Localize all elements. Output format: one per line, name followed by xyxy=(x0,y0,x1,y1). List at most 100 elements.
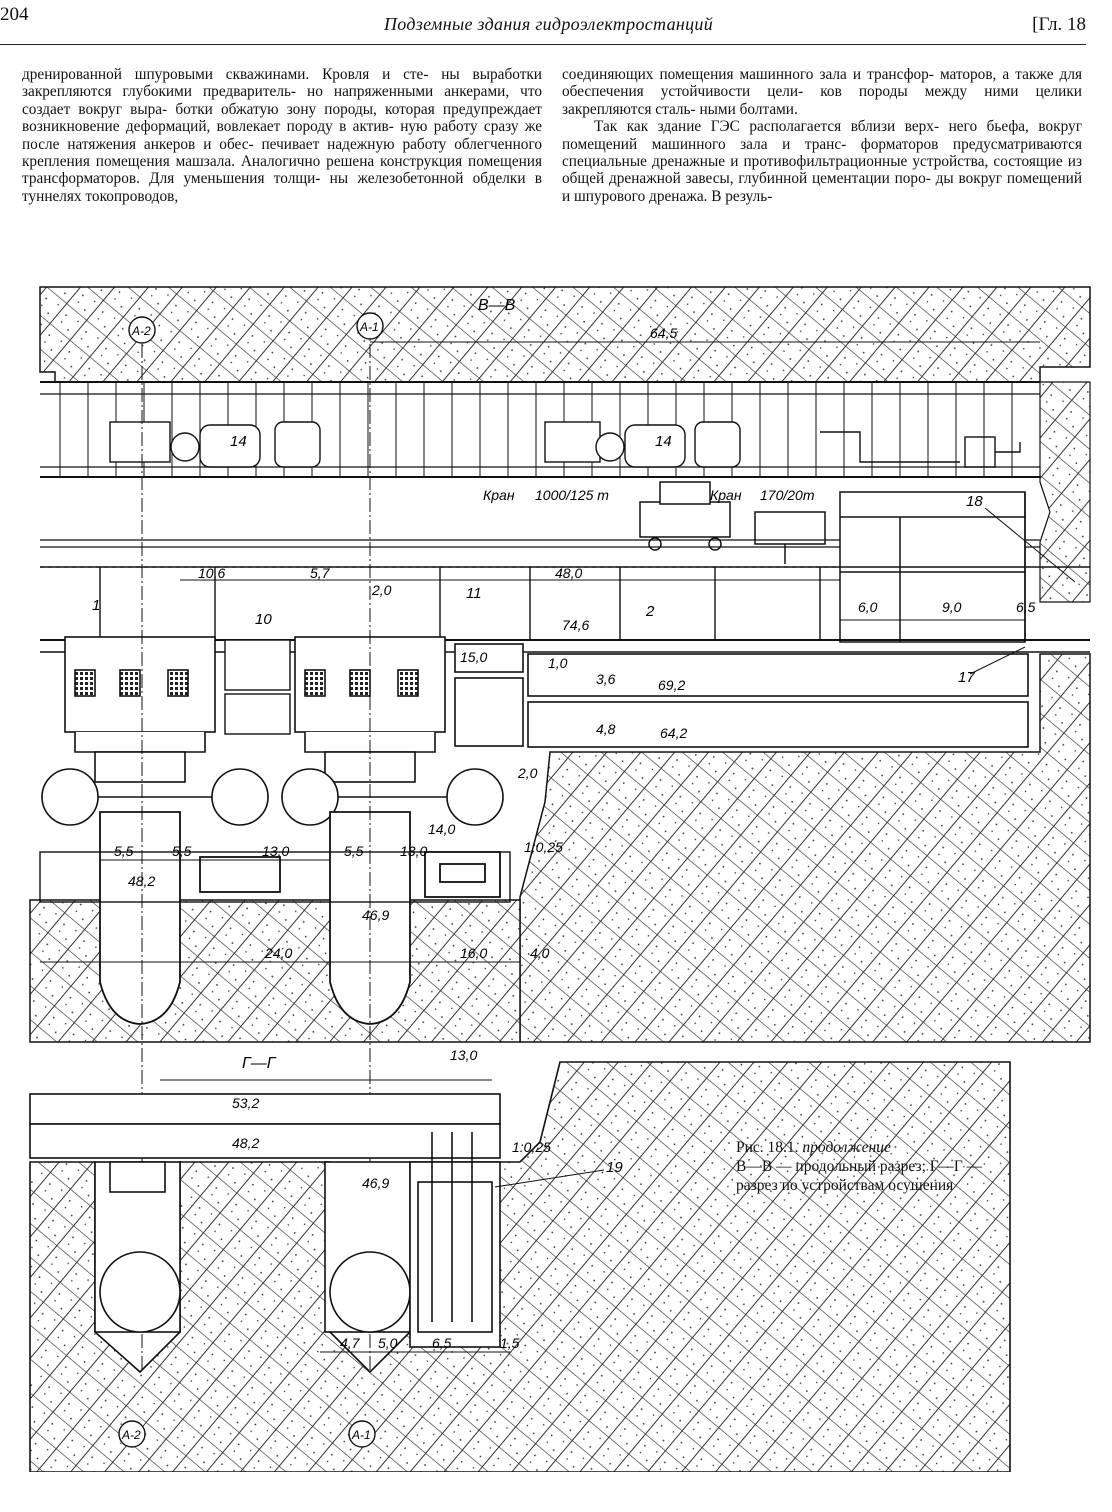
leader-lines xyxy=(494,507,1076,1188)
dimension-labels: 64,5 10,6 5,7 2,0 48,0 6,0 9,0 6,5 15,0 … xyxy=(114,325,1036,1351)
text-line: возникновение деформаций, вовлекает поро… xyxy=(22,118,394,136)
callout: 18 xyxy=(966,493,983,510)
drainage-galleries xyxy=(454,643,1029,748)
elevation: 48,2 xyxy=(232,1135,259,1151)
caption-line: разрез по устройствам осушения xyxy=(736,1177,954,1194)
text-line: форматоров предусматриваются специальные… xyxy=(562,135,1082,171)
axis-label: А-2 xyxy=(121,1428,141,1442)
ventilation-unit-14b xyxy=(544,421,741,468)
text-line: ными болтами. xyxy=(699,100,798,118)
dim: 1:0,25 xyxy=(524,839,563,855)
crane-label: Кран xyxy=(710,487,742,503)
caption-prefix: Рис. 18.1. xyxy=(736,1139,803,1156)
dim: 9,0 xyxy=(942,599,962,615)
elevation: 74,6 xyxy=(562,617,589,633)
dim: 2,0 xyxy=(371,582,392,598)
ventilation-unit-14a xyxy=(109,421,321,468)
dim: 14,0 xyxy=(428,821,455,837)
dim: 16,0 xyxy=(460,945,487,961)
crane-1000-125 xyxy=(639,481,731,551)
callout: 10 xyxy=(255,611,272,628)
callout: 11 xyxy=(466,585,482,602)
elevation: 69,2 xyxy=(658,677,685,693)
text-line: ны выработки закрепляются глубокими пред… xyxy=(22,66,542,101)
dim: 5,7 xyxy=(310,565,331,581)
dim: 5,5 xyxy=(344,843,364,859)
dim: 1,0 xyxy=(548,655,568,671)
dim: 6,5 xyxy=(1016,599,1036,615)
section-gg xyxy=(29,1061,1011,1472)
dim: 3,6 xyxy=(596,671,616,687)
text-line: дренированной шпуровыми скважинами. Кров… xyxy=(22,66,429,83)
text-line: и противофильтрационные устройства, сост… xyxy=(730,153,1083,171)
text-line: маторов, а также для обеспечения устойчи… xyxy=(562,66,1082,101)
header-rule xyxy=(0,44,1086,45)
running-title: Подземные здания гидроэлектростанций xyxy=(384,14,713,34)
dim: 1,5 xyxy=(500,1335,520,1351)
crane-capacity: 170/20т xyxy=(760,487,815,503)
text-line: соединяющих помещения машинного зала и т… xyxy=(562,66,934,83)
section-title: Г—Г xyxy=(242,1055,277,1072)
text-line: ды вокруг помещений и шпурового дренажа.… xyxy=(562,170,1083,205)
text-line: ную работу сразу же после натяжения анке… xyxy=(22,118,542,153)
text-column-left: дренированной шпуровыми скважинами. Кров… xyxy=(22,66,542,205)
callout: 19 xyxy=(606,1159,623,1176)
section-title: В—В xyxy=(478,297,516,314)
callout: 17 xyxy=(958,669,975,686)
elevation: 64,2 xyxy=(660,725,687,741)
page-number: 204 xyxy=(0,4,29,25)
crane-label: Кран xyxy=(483,487,515,503)
paragraph: дренированной шпуровыми скважинами. Кров… xyxy=(22,66,542,205)
dimension-lines xyxy=(40,341,1040,1353)
dim: 5,0 xyxy=(378,1335,398,1351)
axis-label: А-1 xyxy=(359,320,379,334)
dim: 13,0 xyxy=(450,1047,477,1063)
text-line: Так как здание ГЭС располагается вблизи … xyxy=(594,118,940,136)
elevation-labels: 74,6 69,2 64,2 48,2 46,9 53,2 48,2 46,9 xyxy=(128,617,687,1191)
text-line: печивает надежную работу облегченного кр… xyxy=(22,135,542,171)
text-line: него бьефа, вокруг помещений машинного з… xyxy=(562,118,1082,153)
dim: 4,0 xyxy=(530,945,550,961)
paragraph: соединяющих помещения машинного зала и т… xyxy=(562,66,1082,118)
dim: 4,7 xyxy=(340,1335,361,1351)
text-line: ботки обжатую зону породы, которая преду… xyxy=(175,100,542,118)
text-line: общей дренажной завесы, глубинной цемент… xyxy=(562,170,931,188)
dim: 4,8 xyxy=(596,721,616,737)
dim: 24,0 xyxy=(264,945,292,961)
elevation: 53,2 xyxy=(232,1095,259,1111)
callout: 1 xyxy=(92,597,100,614)
dim: 13,0 xyxy=(262,843,289,859)
dim: 6,0 xyxy=(858,599,878,615)
auxiliary-room-10 xyxy=(224,639,291,735)
chapter-marker: [Гл. 18 xyxy=(1032,14,1086,35)
text-line: помещения машзала. Аналогично решена кон… xyxy=(95,153,463,171)
dim: 5,5 xyxy=(172,843,192,859)
elevation: 46,9 xyxy=(362,1175,389,1191)
crane-runway-truss xyxy=(40,381,1040,478)
crane-170-20 xyxy=(754,511,826,564)
dim: 5,5 xyxy=(114,843,134,859)
engineering-drawing: А-2 А-1 А-2 А-1 В—В Г—Г Кран 1000/125 т … xyxy=(29,286,1091,1472)
dim: 6,5 xyxy=(432,1335,452,1351)
axis-label: А-2 xyxy=(131,324,151,338)
axis-label: А-1 xyxy=(351,1428,371,1442)
dim: 64,5 xyxy=(650,325,677,341)
dim: 13,0 xyxy=(400,843,427,859)
text-line: ны железобетонной обделки в туннелях ток… xyxy=(22,170,542,205)
dim: 10,6 xyxy=(198,565,225,581)
machine-hall-structure xyxy=(40,566,1090,653)
dim: 1:0,25 xyxy=(512,1139,551,1155)
dim: 15,0 xyxy=(460,649,487,665)
callout: 2 xyxy=(645,603,655,620)
text-line: ков породы между ними целики закрепляютс… xyxy=(562,83,1082,118)
page-header: 204 Подземные здания гидроэлектростанций… xyxy=(0,0,1112,48)
elevation: 46,9 xyxy=(362,907,389,923)
text-column-right: соединяющих помещения машинного зала и т… xyxy=(562,66,1082,205)
ventilation-duct xyxy=(820,431,1021,468)
crane-capacity: 1000/125 т xyxy=(535,487,609,503)
paragraph: Так как здание ГЭС располагается вблизи … xyxy=(562,118,1082,205)
callout: 14 xyxy=(655,433,672,450)
draft-tubes xyxy=(39,811,511,1025)
dim: 2,0 xyxy=(517,765,538,781)
elevation: 48,2 xyxy=(128,873,155,889)
